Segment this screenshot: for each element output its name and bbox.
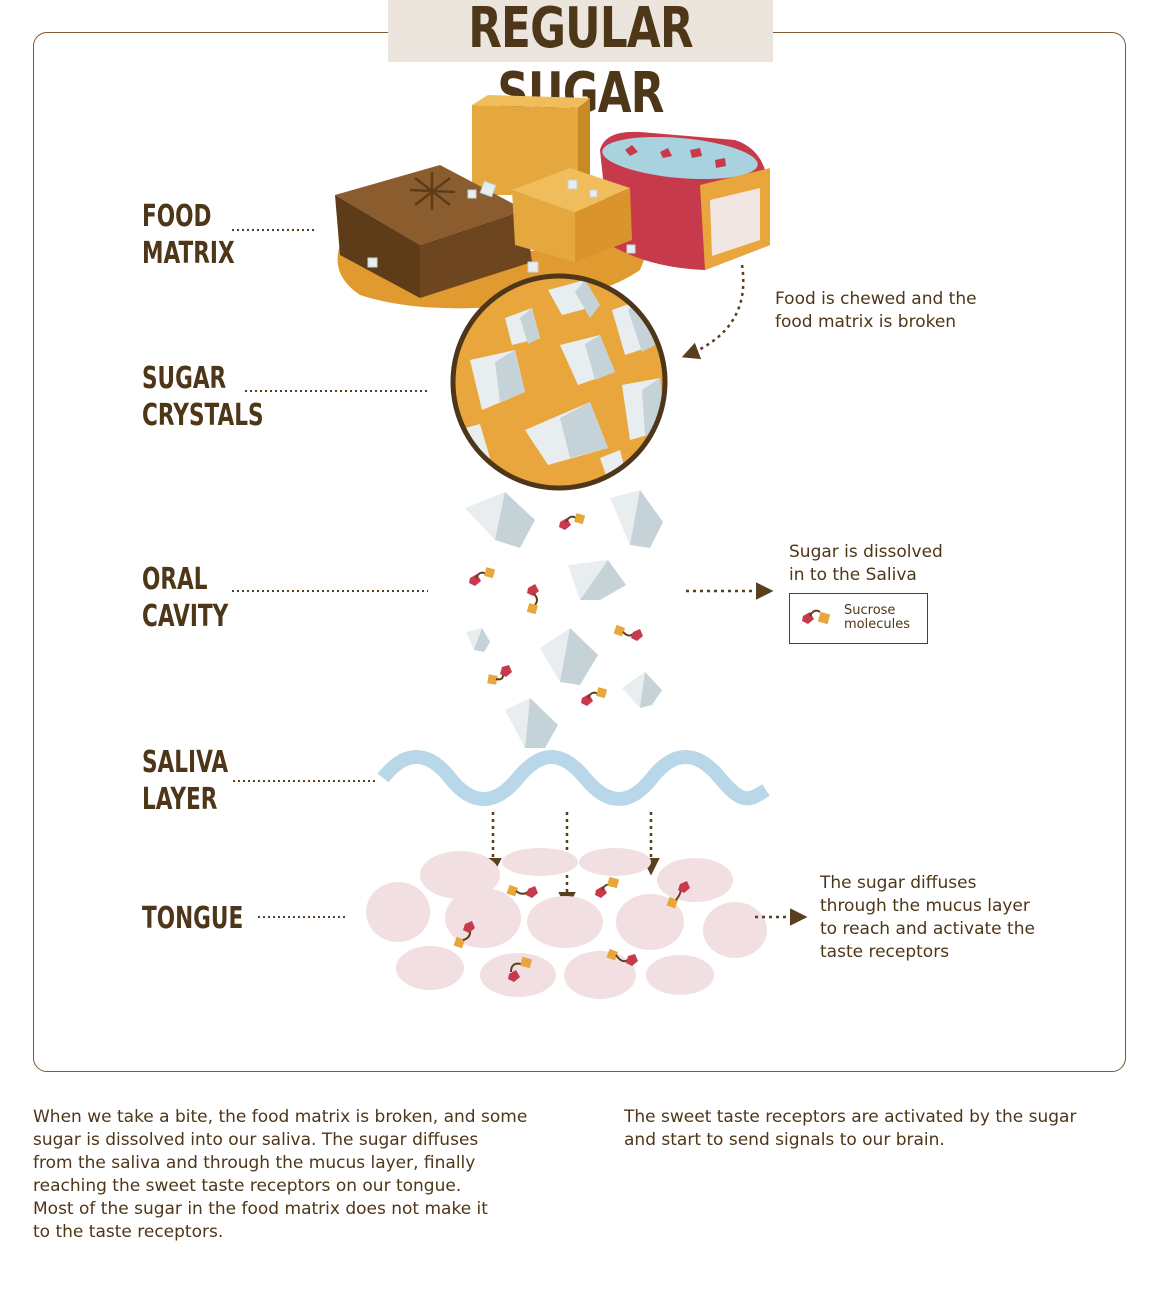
title-background bbox=[388, 0, 773, 62]
oral-cavity-crystals bbox=[465, 490, 663, 748]
label-saliva-layer: SALIVA LAYER bbox=[142, 745, 229, 817]
page-title: REGULAR SUGAR bbox=[468, 0, 693, 126]
label-leaders bbox=[232, 229, 428, 918]
body-text-right: The sweet taste receptors are activated … bbox=[624, 1107, 1077, 1150]
legend-label: Sucrose molecules bbox=[844, 603, 910, 632]
note-diffuses: The sugar diffuses through the mucus lay… bbox=[820, 873, 1035, 962]
note-dissolved: Sugar is dissolved in to the Saliva bbox=[789, 542, 943, 585]
sucrose-legend-icon bbox=[802, 609, 831, 625]
body-text-left: When we take a bite, the food matrix is … bbox=[33, 1107, 528, 1242]
label-sugar-crystals: SUGAR CRYSTALS bbox=[142, 361, 264, 433]
legend-box: Sucrose molecules bbox=[789, 593, 928, 644]
label-tongue: TONGUE bbox=[142, 901, 244, 936]
food-matrix-illustration bbox=[335, 95, 770, 309]
label-oral-cavity: ORAL CAVITY bbox=[142, 562, 229, 634]
saliva-wave bbox=[377, 750, 770, 806]
chewed-arrow bbox=[681, 264, 745, 360]
sugar-crystals-lens bbox=[450, 273, 668, 491]
sucrose-molecules-cavity bbox=[469, 513, 643, 706]
tongue-surface bbox=[366, 848, 767, 999]
sucrose-molecules-tongue bbox=[453, 876, 690, 982]
note-chewed: Food is chewed and the food matrix is br… bbox=[775, 289, 977, 332]
label-food-matrix: FOOD MATRIX bbox=[142, 199, 235, 271]
